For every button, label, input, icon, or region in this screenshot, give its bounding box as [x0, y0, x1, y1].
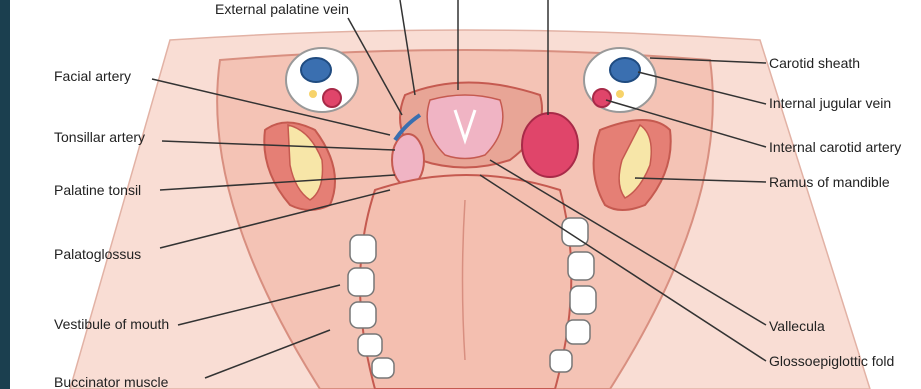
- label-tonsillar-artery: Tonsillar artery: [54, 129, 145, 145]
- label-vestibule-of-mouth: Vestibule of mouth: [54, 316, 169, 332]
- label-palatoglossus: Palatoglossus: [54, 246, 141, 262]
- label-internal-carotid-artery: Internal carotid artery: [769, 139, 901, 155]
- label-ramus-of-mandible: Ramus of mandible: [769, 174, 890, 190]
- label-external-palatine-vein: External palatine vein: [215, 1, 349, 17]
- tonsil-right-swelling: [522, 113, 578, 177]
- label-glossoepiglottic-fold: Glossoepiglottic fold: [769, 353, 894, 369]
- label-internal-jugular-vein: Internal jugular vein: [769, 95, 891, 111]
- carotid-sheath-right: [584, 48, 656, 112]
- label-palatine-tonsil: Palatine tonsil: [54, 182, 141, 198]
- label-carotid-sheath: Carotid sheath: [769, 55, 860, 71]
- anatomy-figure: External palatine vein Facial artery Ton…: [10, 0, 921, 389]
- tongue: [360, 175, 571, 389]
- label-buccinator-muscle: Buccinator muscle: [54, 374, 168, 389]
- carotid-sheath-left: [286, 48, 358, 112]
- label-vallecula: Vallecula: [769, 318, 825, 334]
- label-facial-artery: Facial artery: [54, 68, 131, 84]
